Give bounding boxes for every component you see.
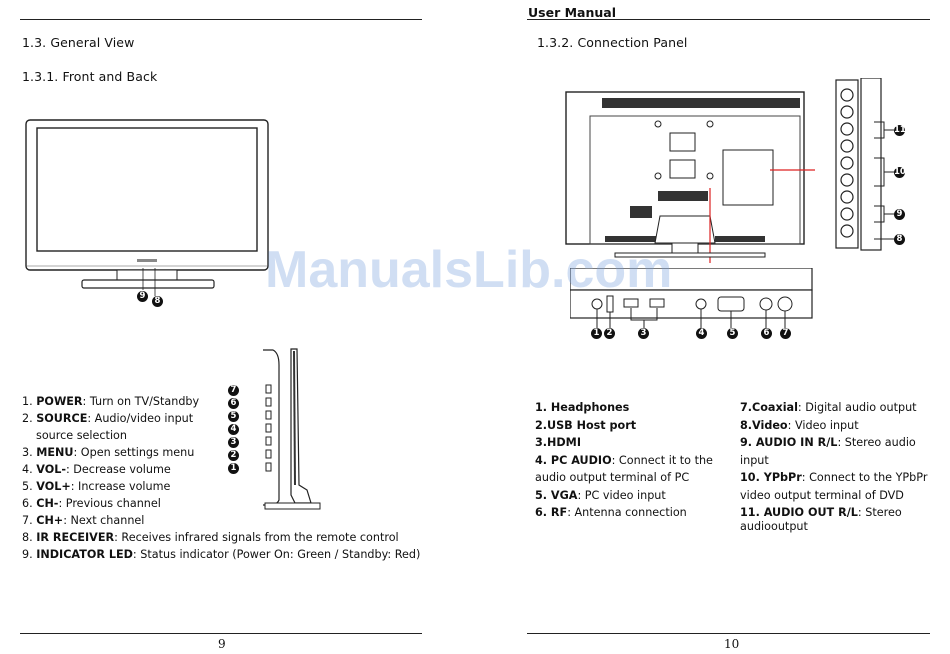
list-item: 2.USB Host port bbox=[535, 418, 637, 432]
section-title: 1.3. General View bbox=[22, 35, 135, 50]
list-item: 7. CH+: Next channel bbox=[22, 514, 145, 527]
side-marker: 2 bbox=[228, 450, 239, 461]
tv-front-illustration bbox=[25, 119, 269, 296]
list-item: 3.HDMI bbox=[535, 436, 581, 449]
side-marker: 6 bbox=[228, 398, 239, 409]
front-marker: 9 bbox=[137, 291, 148, 302]
list-item: 1. Headphones bbox=[535, 401, 630, 414]
panel-marker: 3 bbox=[638, 328, 649, 339]
panel-marker: 1 bbox=[591, 328, 602, 339]
side-marker: 10 bbox=[894, 167, 906, 178]
side-marker: 7 bbox=[228, 385, 239, 396]
list-item: audiooutput bbox=[740, 519, 808, 533]
connection-list-col1: 1. Headphones 2.USB Host port 3.HDMI 4. … bbox=[535, 399, 713, 522]
list-item: 5. VGA: PC video input bbox=[535, 488, 666, 502]
tv-side-buttons-illustration bbox=[263, 348, 321, 510]
side-bracket-lines bbox=[874, 121, 894, 240]
side-marker: 3 bbox=[228, 437, 239, 448]
subsection-title-front-back: 1.3.1. Front and Back bbox=[22, 69, 158, 84]
list-item: 11. AUDIO OUT R/L: Stereo bbox=[740, 506, 902, 519]
list-item: 4. PC AUDIO: Connect it to the bbox=[535, 453, 713, 467]
list-item: 10. YPbPr: Connect to the YPbPr bbox=[740, 471, 928, 484]
page-number-left: 9 bbox=[218, 637, 226, 651]
watermark: ManualsLib.com bbox=[265, 241, 673, 299]
right-bottom-rule bbox=[527, 633, 930, 634]
list-item: video output terminal of DVD bbox=[740, 488, 904, 502]
list-item: 9. AUDIO IN R/L: Stereo audio bbox=[740, 436, 916, 449]
left-bottom-rule bbox=[20, 633, 422, 634]
panel-marker: 5 bbox=[727, 328, 738, 339]
list-item: 6. RF: Antenna connection bbox=[535, 506, 687, 519]
list-item: 5. VOL+: Increase volume bbox=[22, 480, 171, 493]
panel-marker: 2 bbox=[604, 328, 615, 339]
manual-title: User Manual bbox=[528, 5, 616, 20]
side-marker: 4 bbox=[228, 424, 239, 435]
list-item: 2. SOURCE: Audio/video input bbox=[22, 412, 194, 425]
panel-marker: 4 bbox=[696, 328, 707, 339]
panel-marker: 7 bbox=[780, 328, 791, 339]
list-item: 1. POWER: Turn on TV/Standby bbox=[22, 395, 200, 408]
front-back-item-list: 1. POWER: Turn on TV/Standby 2. SOURCE: … bbox=[22, 393, 420, 563]
side-marker: 9 bbox=[894, 209, 905, 220]
list-item: 8.Video: Video input bbox=[740, 418, 859, 432]
side-marker: 8 bbox=[894, 234, 905, 245]
connection-list-col2: 7.Coaxial: Digital audio output 8.Video:… bbox=[740, 399, 927, 535]
side-marker: 1 bbox=[228, 463, 239, 474]
list-item: audio output terminal of PC bbox=[535, 471, 690, 484]
list-item: 6. CH-: Previous channel bbox=[22, 497, 161, 510]
list-item: source selection bbox=[36, 429, 127, 442]
list-item: 3. MENU: Open settings menu bbox=[22, 446, 195, 459]
list-item: input bbox=[740, 453, 769, 467]
list-item: 8. IR RECEIVER: Receives infrared signal… bbox=[22, 531, 399, 544]
list-item: 7.Coaxial: Digital audio output bbox=[740, 401, 917, 414]
subsection-title-connection-panel: 1.3.2. Connection Panel bbox=[537, 35, 688, 50]
right-top-rule bbox=[527, 19, 930, 20]
side-marker: 11 bbox=[894, 125, 906, 136]
left-top-rule bbox=[20, 19, 422, 20]
panel-marker: 6 bbox=[761, 328, 772, 339]
side-connector-column bbox=[835, 78, 882, 251]
bottom-connector-panel bbox=[570, 268, 813, 328]
page-number-right: 10 bbox=[724, 637, 740, 651]
list-item: 4. VOL-: Decrease volume bbox=[22, 463, 171, 476]
list-item: 9. INDICATOR LED: Status indicator (Powe… bbox=[22, 548, 421, 561]
front-marker: 8 bbox=[152, 296, 163, 307]
tv-back-illustration bbox=[565, 91, 815, 263]
side-marker: 5 bbox=[228, 411, 239, 422]
